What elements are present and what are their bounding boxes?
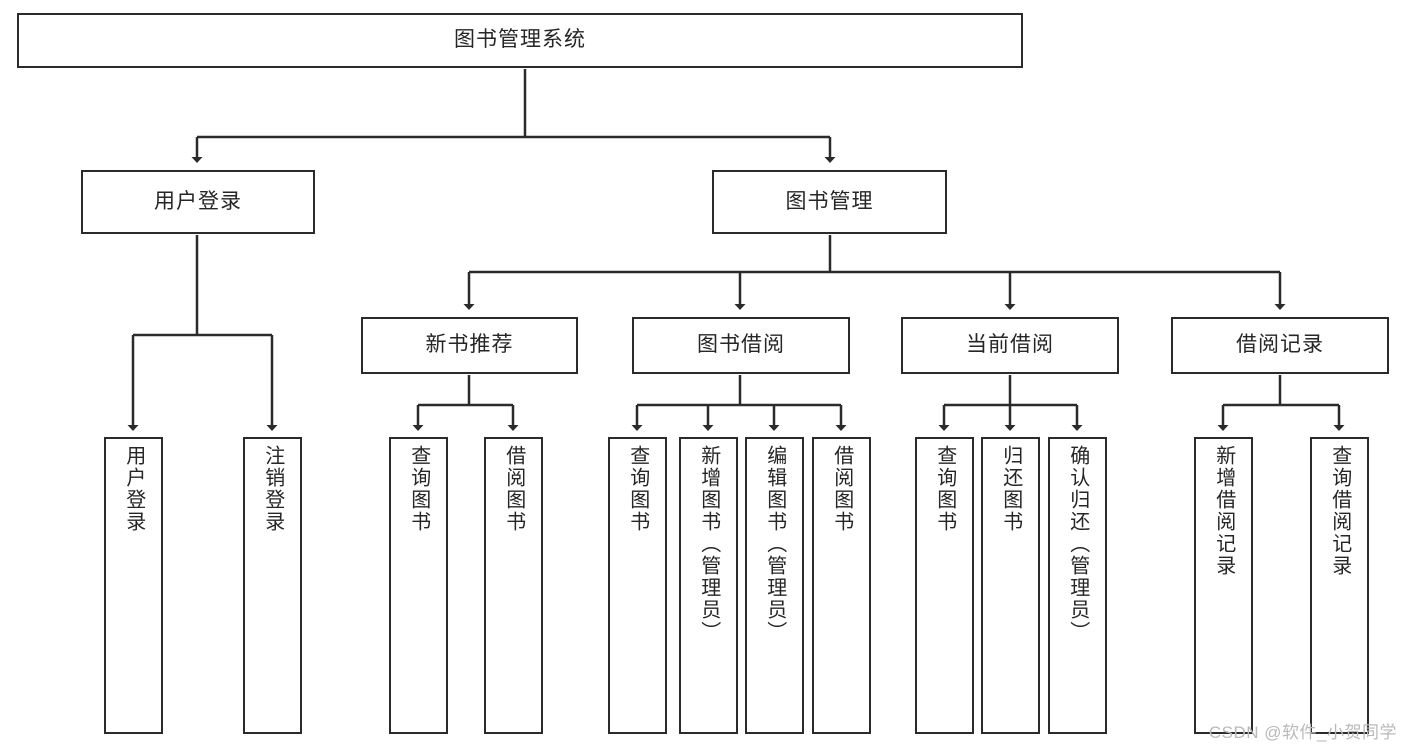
node-label: 查询图书 bbox=[407, 445, 430, 533]
leaf-book-borrow-query-book[interactable]: 查询图书 bbox=[608, 437, 667, 734]
leaf-user-login-login[interactable]: 用户登录 bbox=[104, 437, 163, 734]
node-label: 新增图书（管理员） bbox=[697, 445, 720, 643]
csdn-watermark: CSDN @软件_小贺同学 bbox=[1208, 723, 1397, 742]
node-borrow-record[interactable]: 借阅记录 bbox=[1171, 317, 1389, 374]
node-label: 图书管理 bbox=[785, 189, 874, 213]
leaf-book-borrow-add-book-admin[interactable]: 新增图书（管理员） bbox=[679, 437, 738, 734]
leaf-new-book-borrow-book[interactable]: 借阅图书 bbox=[484, 437, 543, 734]
node-book-borrow[interactable]: 图书借阅 bbox=[632, 317, 850, 374]
leaf-current-borrow-confirm-return-admin[interactable]: 确认归还（管理员） bbox=[1048, 437, 1107, 734]
node-current-borrow[interactable]: 当前借阅 bbox=[901, 317, 1119, 374]
node-label: 注销登录 bbox=[261, 445, 284, 533]
node-label: 用户登录 bbox=[154, 189, 242, 213]
node-label: 图书管理系统 bbox=[454, 28, 586, 52]
node-user-login[interactable]: 用户登录 bbox=[81, 170, 315, 234]
node-root-book-management-system[interactable]: 图书管理系统 bbox=[17, 13, 1023, 68]
node-book-management[interactable]: 图书管理 bbox=[712, 170, 947, 234]
leaf-book-borrow-edit-book-admin[interactable]: 编辑图书（管理员） bbox=[745, 437, 804, 734]
node-label: 查询借阅记录 bbox=[1328, 445, 1351, 577]
node-label: 确认归还（管理员） bbox=[1066, 445, 1089, 643]
leaf-borrow-record-add-record[interactable]: 新增借阅记录 bbox=[1194, 437, 1253, 734]
node-label: 新书推荐 bbox=[425, 333, 514, 357]
node-label: 新增借阅记录 bbox=[1212, 445, 1235, 577]
leaf-current-borrow-return-book[interactable]: 归还图书 bbox=[981, 437, 1040, 734]
node-new-book-recommendation[interactable]: 新书推荐 bbox=[361, 317, 578, 374]
node-label: 用户登录 bbox=[122, 445, 145, 533]
node-label: 图书借阅 bbox=[697, 333, 785, 357]
node-label: 查询图书 bbox=[933, 445, 956, 533]
node-label: 编辑图书（管理员） bbox=[763, 445, 786, 643]
leaf-current-borrow-query-book[interactable]: 查询图书 bbox=[915, 437, 974, 734]
leaf-borrow-record-query-record[interactable]: 查询借阅记录 bbox=[1310, 437, 1369, 734]
leaf-book-borrow-borrow-book[interactable]: 借阅图书 bbox=[812, 437, 871, 734]
node-label: 借阅图书 bbox=[830, 445, 853, 533]
leaf-user-login-logout[interactable]: 注销登录 bbox=[243, 437, 302, 734]
node-label: 归还图书 bbox=[999, 445, 1022, 533]
node-label: 当前借阅 bbox=[966, 333, 1054, 357]
node-label: 查询图书 bbox=[626, 445, 649, 533]
leaf-new-book-query-book[interactable]: 查询图书 bbox=[389, 437, 448, 734]
node-label: 借阅记录 bbox=[1236, 333, 1324, 357]
node-label: 借阅图书 bbox=[502, 445, 525, 533]
